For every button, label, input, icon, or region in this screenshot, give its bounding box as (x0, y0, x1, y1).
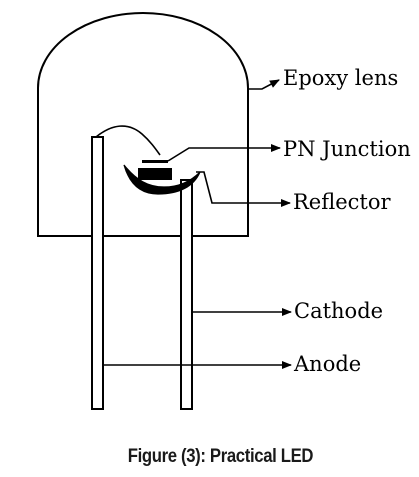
anode-lead (91, 136, 104, 410)
pn-junction-label: PN Junction (283, 137, 411, 161)
figure-caption: Figure (3): Practical LED (127, 446, 314, 467)
pn-junction-chip-base (138, 168, 172, 180)
anode-label: Anode (294, 352, 362, 376)
cathode-label: Cathode (294, 299, 384, 323)
bond-wire (95, 125, 161, 156)
reflector-leader (196, 171, 291, 207)
pn-junction-leader (167, 144, 281, 162)
epoxy-lens-label: Epoxy lens (283, 66, 399, 90)
cathode-lead (180, 179, 193, 410)
epoxy-lens-leader (248, 79, 280, 90)
pn-junction-chip (142, 160, 168, 163)
reflector-label: Reflector (293, 190, 391, 214)
epoxy-lens-outline (37, 12, 249, 237)
